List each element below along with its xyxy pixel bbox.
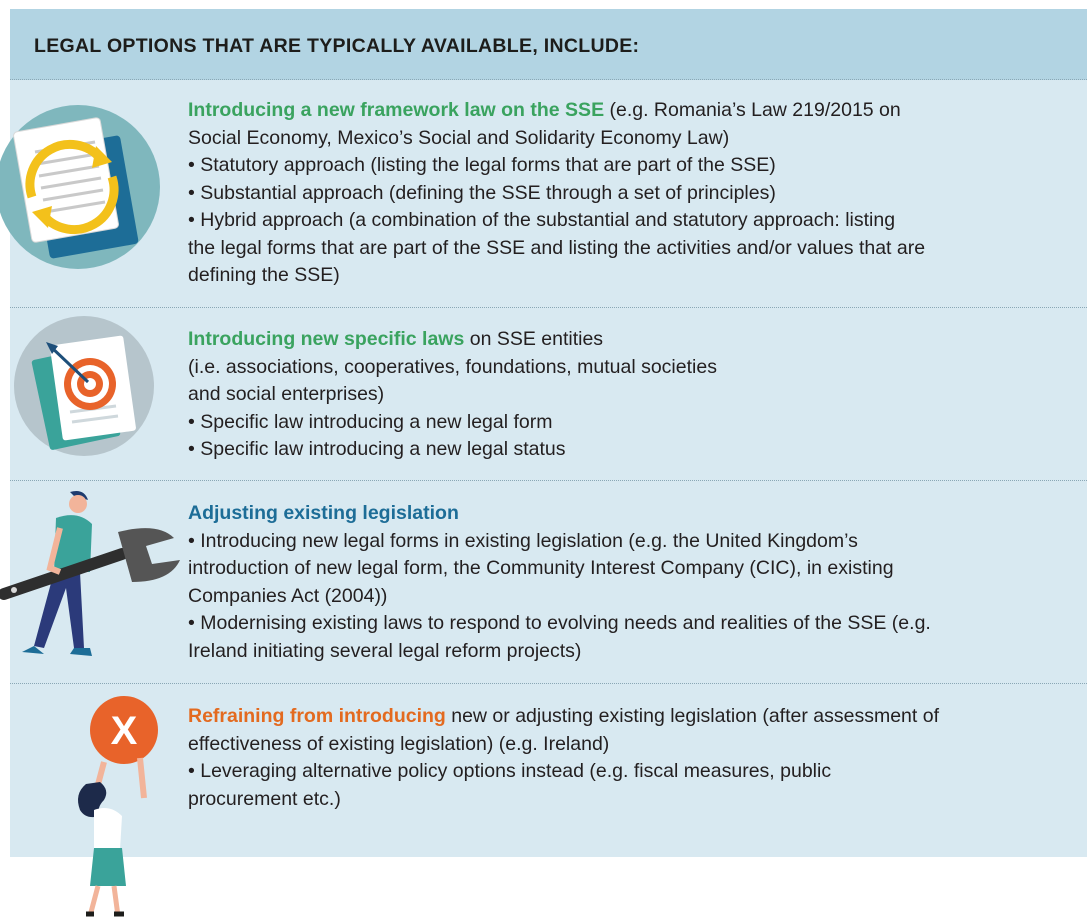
- section-specific-laws: Introducing new specific laws on SSE ent…: [10, 308, 1087, 481]
- section-framework-law: Introducing a new framework law on the S…: [10, 80, 1087, 308]
- section-line: procurement etc.): [188, 787, 341, 810]
- legal-options-panel: LEGAL OPTIONS THAT ARE TYPICALLY AVAILAB…: [10, 9, 1087, 857]
- header-bar: LEGAL OPTIONS THAT ARE TYPICALLY AVAILAB…: [10, 9, 1087, 80]
- section-line-text: on SSE entities: [464, 328, 604, 350]
- section-line: defining the SSE): [188, 264, 340, 286]
- section-line: Introducing a new framework law on the S…: [188, 97, 1073, 125]
- section-line: Companies Act (2004)): [188, 584, 388, 607]
- bullet-item: • Statutory approach (listing the legal …: [188, 154, 776, 176]
- section-line: and social enterprises): [188, 383, 385, 405]
- bullet-item: • Modernising existing laws to respond t…: [188, 612, 931, 634]
- section-text: Adjusting existing legislation • Introdu…: [188, 500, 1073, 665]
- section-line: effectiveness of existing legislation) (…: [188, 732, 610, 755]
- section-text: Refraining from introducing new or adjus…: [188, 703, 1073, 813]
- section-line: Ireland initiating several legal reform …: [188, 639, 582, 662]
- section-text: Introducing new specific laws on SSE ent…: [188, 326, 1073, 464]
- bullet-item: • Leveraging alternative policy options …: [188, 760, 832, 782]
- section-adjusting-legislation: Adjusting existing legislation • Introdu…: [10, 481, 1087, 684]
- section-line-text: (e.g. Romania’s Law 219/2015 on: [604, 99, 901, 121]
- target-document-icon: [14, 316, 154, 456]
- section-heading: Introducing a new framework law on the S…: [188, 99, 605, 121]
- section-heading: Adjusting existing legislation: [188, 502, 459, 524]
- bullet-item: • Specific law introducing a new legal s…: [188, 438, 566, 460]
- section-text: Introducing a new framework law on the S…: [188, 97, 1073, 290]
- section-line: introduction of new legal form, the Comm…: [188, 557, 894, 579]
- header-title: LEGAL OPTIONS THAT ARE TYPICALLY AVAILAB…: [34, 35, 640, 57]
- section-line: the legal forms that are part of the SSE…: [188, 236, 926, 259]
- section-line: Introducing new specific laws on SSE ent…: [188, 326, 1073, 354]
- section-heading: Introducing new specific laws: [188, 328, 465, 350]
- section-heading: Refraining from introducing: [188, 705, 446, 727]
- section-line: (i.e. associations, cooperatives, founda…: [188, 355, 717, 378]
- person-x-icon: X: [78, 696, 158, 917]
- bullet-item: • Introducing new legal forms in existin…: [188, 529, 858, 552]
- section-line: Refraining from introducing new or adjus…: [188, 703, 1073, 731]
- section-line: Social Economy, Mexico’s Social and Soli…: [188, 126, 730, 149]
- section-refraining: Refraining from introducing new or adjus…: [10, 684, 1087, 857]
- bullet-item: • Substantial approach (defining the SSE…: [188, 181, 776, 204]
- x-mark: X: [111, 709, 138, 753]
- document-cycle-icon: [0, 105, 160, 269]
- section-line-text: new or adjusting existing legislation (a…: [445, 705, 939, 727]
- bullet-item: • Hybrid approach (a combination of the …: [188, 209, 896, 231]
- bullet-item: • Specific law introducing a new legal f…: [188, 410, 553, 433]
- person-wrench-icon: [0, 491, 180, 656]
